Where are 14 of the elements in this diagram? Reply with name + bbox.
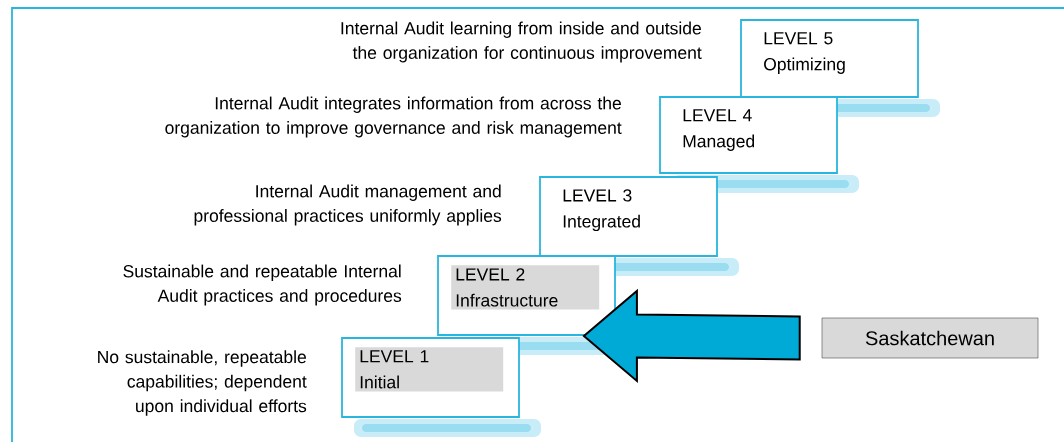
level-description: Sustainable and repeatable Internal Audit practices and procedures [123,264,402,306]
level-box [740,19,919,98]
level-description: Internal Audit management and professional practices uniformly applies [194,184,502,226]
level-description: Internal Audit integrates information from across the organization to improve governance and risk management [165,96,622,138]
level-label: LEVEL 2 Infrastructure [451,265,600,310]
level-box [659,96,838,174]
level-description: No sustainable, repeatable capabilities; dependent upon individual efforts [98,350,307,416]
level-description: Internal Audit learning from inside and outside the organization for continuous improvement [341,21,702,63]
level-box [539,176,718,257]
level-label: LEVEL 5 Optimizing [764,32,845,74]
level-label: LEVEL 4 Managed [683,109,755,151]
level-label: LEVEL 1 Initial [355,347,504,392]
level-label: LEVEL 3 Integrated [563,189,640,232]
label-box: Saskatchewan [821,317,1039,359]
